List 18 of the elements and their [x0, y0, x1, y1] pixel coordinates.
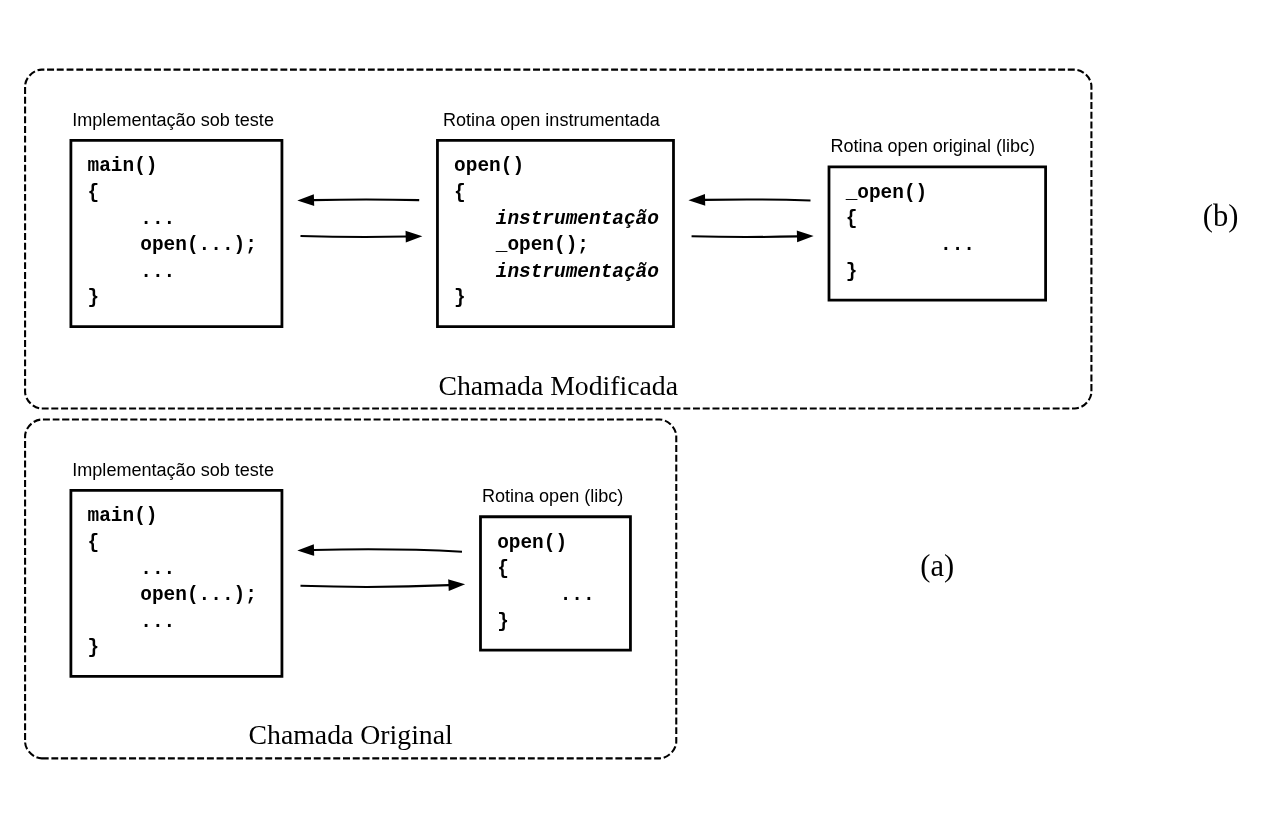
label: (a) [920, 548, 955, 583]
arrow [300, 579, 466, 591]
node-label: Rotina open instrumentada [443, 109, 660, 130]
arrow [691, 230, 814, 243]
arrow [300, 230, 423, 243]
node-box: main() { ... open(...); ... } [69, 139, 284, 328]
arrow [297, 194, 420, 206]
label: (b) [1202, 199, 1239, 233]
node-label: Implementação sob teste [72, 459, 274, 480]
node-label: Implementação sob teste [72, 109, 274, 130]
node-label: Rotina open original (libc) [830, 136, 1036, 157]
node-box: open() { instrumentação _open(); instrumentação } [436, 139, 675, 328]
node-box: open() { ... } [479, 515, 632, 652]
node-box: _open() { ... } [827, 165, 1047, 302]
arrow [688, 194, 811, 206]
node-box: main() { ... open(...); ... } [69, 489, 284, 678]
node-label: Rotina open (libc) [481, 486, 624, 507]
arrow [297, 544, 463, 556]
